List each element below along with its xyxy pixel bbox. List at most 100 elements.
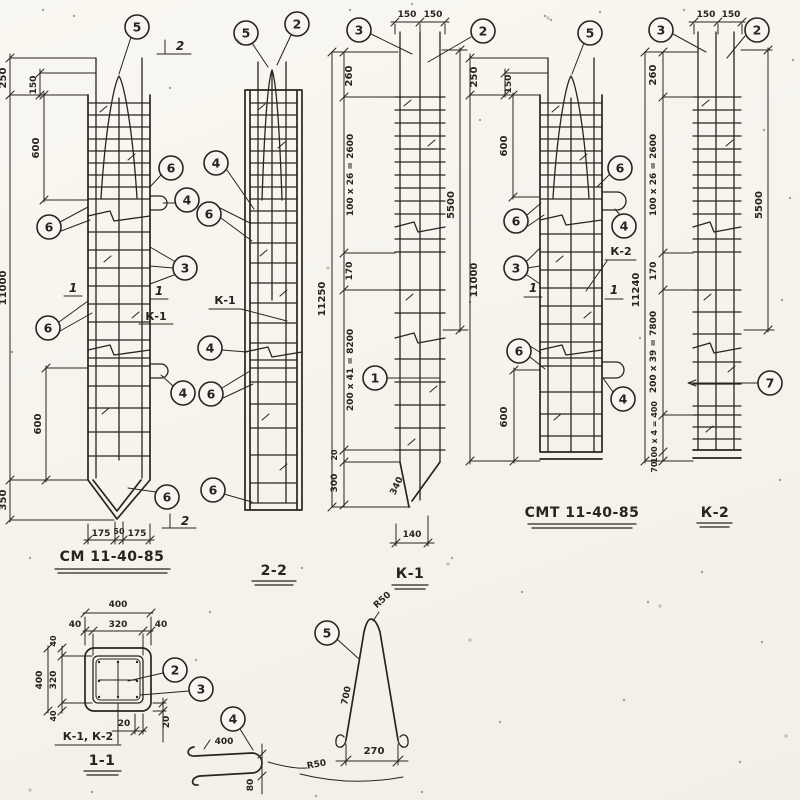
callout-number: 7 [766, 376, 775, 391]
break-mark [244, 346, 303, 358]
callout-5: 5 [314, 620, 360, 660]
callout-3: 3 [346, 17, 413, 55]
hoops-sparse [692, 238, 742, 407]
dim-top [390, 17, 450, 35]
callout-6: 6 [36, 206, 91, 240]
dim-600-top [508, 90, 541, 202]
callout-number: 4 [206, 341, 215, 356]
dim-label: 5500 [754, 191, 765, 219]
dim-label: 600 [33, 414, 44, 435]
pile-sm-weld-ticks [99, 105, 140, 415]
dim-label: 150 [424, 10, 443, 20]
dim-270 [335, 743, 409, 767]
dim-label: 11250 [317, 282, 328, 317]
dim-label: 200 x 39 = 7800 [649, 311, 659, 393]
scan-noise-smudges [28, 16, 788, 792]
callout-4: 4 [160, 374, 196, 406]
dim-label: 700 [340, 685, 354, 705]
hoops-sparse [394, 238, 446, 451]
cage-k2-view: 150 150 260 100 x 26 = 2600 170 200 x 39… [631, 10, 783, 528]
flat-bottom [692, 449, 742, 459]
dim-label: 400 [215, 737, 234, 747]
cage-ref-label: К-2 [610, 245, 631, 258]
k1-label-leader [208, 308, 288, 322]
callout-5: 5 [118, 14, 150, 75]
callout-6: 6 [506, 338, 546, 370]
callout-5: 5 [571, 20, 603, 75]
section-mark-label: 2 [176, 39, 184, 53]
loop-foot-hooks [335, 734, 409, 748]
dim-right-5500 [441, 45, 469, 335]
callout-number: 4 [229, 712, 238, 727]
pile-sm-section2-marks [156, 39, 197, 529]
hoops-mid [539, 233, 603, 343]
dim-label: 320 [49, 671, 59, 690]
drawing-title: К-2 [701, 505, 730, 521]
dim-label: 11240 [631, 273, 642, 308]
dim-label: 150 [722, 10, 741, 20]
dim-left [640, 47, 699, 466]
dim-label: 20 [118, 719, 131, 729]
cage-ref-label: К-1 [145, 310, 166, 323]
callout-number: 5 [242, 26, 251, 41]
cut-mark-label: 1 [529, 281, 537, 295]
callout-number: 6 [512, 214, 521, 229]
callout-4: 4 [220, 706, 254, 751]
radius-label: R50 [372, 590, 393, 610]
break-marks [394, 221, 446, 344]
dim-label: 260 [648, 65, 659, 86]
dim-label: 250 [0, 68, 9, 89]
cage-k1-view: 150 150 260 100 x 26 = 2600 170 200 x 41… [317, 10, 496, 590]
lifting-loop [552, 75, 590, 199]
callout-4: 4 [162, 187, 200, 213]
hoops-low [539, 357, 603, 437]
dim-label: 400 [35, 671, 45, 690]
dim-label: 100 x 4 = 400 [650, 401, 659, 463]
pile-sm-dim-bottom [83, 521, 155, 545]
dim-label: 40 [69, 620, 82, 630]
cage-ref-label: К-1, К-2 [63, 730, 113, 743]
callout-number: 6 [207, 387, 216, 402]
dim-left-40-320-40 [57, 643, 93, 716]
weld-ticks [701, 99, 736, 433]
dim-top-40-320-40 [80, 626, 156, 656]
hoops-low [249, 359, 298, 504]
pile-sm-dim-150 [35, 68, 97, 100]
dim-label: 150 [29, 76, 39, 95]
callout-3: 3 [503, 247, 541, 285]
dim-left-400 [43, 643, 53, 716]
dim-label: 5500 [446, 191, 457, 219]
radius-label: R50 [306, 758, 327, 771]
pile-sm-break-marks [87, 210, 151, 356]
dim-label: 40 [49, 635, 58, 647]
dim-label: 50 [113, 527, 125, 536]
form-outline [244, 89, 303, 511]
callout-6: 6 [35, 300, 93, 341]
pile-sm-hoops-low [87, 357, 151, 457]
dim-label: 300 [330, 474, 340, 493]
drawing-title: СМТ 11-40-85 [525, 505, 640, 521]
callout-6: 6 [149, 155, 184, 188]
hoops-bottom [692, 414, 742, 440]
pile-sm-hoops-dense [87, 102, 151, 200]
callout-number: 6 [209, 483, 218, 498]
hoop-inner-line [95, 658, 141, 701]
callout-number: 6 [616, 161, 625, 176]
detail-bar-4: 400 R50 80 4 [187, 706, 404, 795]
callout-number: 5 [133, 20, 142, 35]
dim-label: 175 [92, 529, 111, 539]
pile-sm-title-underline [54, 568, 171, 574]
title-underline [527, 523, 637, 529]
r50-leader [267, 761, 404, 782]
callout-4: 4 [197, 335, 248, 361]
callout-number: 5 [323, 626, 332, 641]
pile-sm-elevation: 250 150 600 11000 600 350 175 50 175 2 2… [0, 14, 200, 574]
cut-marks-and-k2-label [523, 259, 637, 300]
callout-number: 2 [479, 24, 488, 39]
drawing-title: К-1 [396, 566, 425, 582]
dim-label: 170 [345, 262, 355, 281]
callout-7: 7 [687, 370, 783, 396]
dim-400-tick [203, 739, 211, 750]
callout-2: 2 [127, 657, 188, 683]
dim-label: 100 x 26 = 2600 [346, 134, 356, 216]
